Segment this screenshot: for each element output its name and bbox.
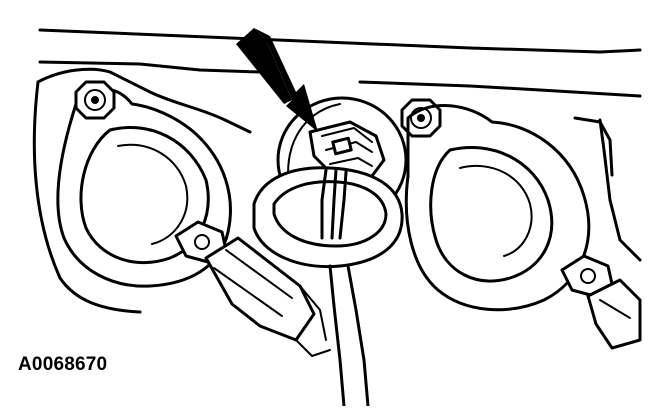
figure-id-label: A0068670: [18, 354, 108, 375]
bolt-icon: [400, 98, 442, 138]
right-coil-flange: [404, 104, 591, 312]
center-electrical-connector: [308, 120, 386, 180]
left-runner-outline: [32, 67, 252, 314]
left-coil-connector: [174, 220, 331, 357]
bolt-icon: [74, 80, 116, 120]
wire-harness: [320, 168, 370, 408]
pointer-arrow-icon: [236, 28, 318, 132]
connector-boot: [252, 166, 404, 269]
right-coil-connector: [560, 254, 642, 350]
manifold-right-edge: [598, 118, 642, 262]
